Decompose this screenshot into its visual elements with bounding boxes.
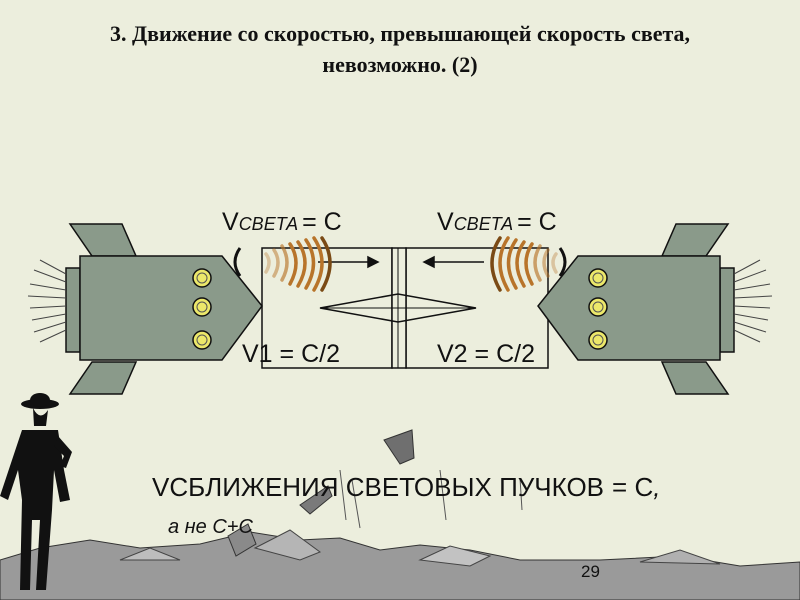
rocket-left-fin-bottom [68,361,138,395]
slide-title: 3. Движение со скоростью, превышающей ск… [30,18,770,80]
rocket-right [537,223,735,395]
v2-label: V2 = C/2 [437,340,535,368]
rocket-left-exhaust [27,259,67,343]
rocket-right-nozzle [719,267,735,353]
light-wave-left [264,236,332,292]
left-light-v: V [222,208,239,236]
rocket-right-exhaust [733,259,773,343]
arrow-right [318,255,380,269]
light-wave-right [490,236,558,292]
rock-3 [418,545,492,567]
rock-shard-2 [299,485,333,515]
formula-v: V [152,472,170,502]
rocket-left-body [79,255,263,361]
formula-sub: СБЛИЖЕНИЯ СВЕТОВЫХ ПУЧКОВ [169,472,605,502]
left-light-eq: = C [302,208,342,236]
title-line-1: 3. Движение со скоростью, превышающей ск… [109,21,691,46]
rock-2 [253,529,322,561]
right-light-speed-label: VСВЕТА= C [437,208,557,237]
approach-speed-formula: VСБЛИЖЕНИЯ СВЕТОВЫХ ПУЧКОВ= C, [152,472,660,503]
v1-label: V1 = C/2 [242,340,340,368]
page-number: 29 [581,562,600,581]
arrow-left [422,255,484,269]
rocket-left-nozzle [65,267,81,353]
formula-comma: , [653,472,661,502]
rock-1 [119,547,181,561]
formula-line-2: а не C+C [168,516,253,538]
left-light-sub: СВЕТА [238,214,299,234]
rocket-right-fin-top [660,223,730,257]
observer-silhouette [0,393,72,590]
crack-lines [339,469,523,529]
rock-4 [639,549,721,565]
ground-rocks [0,531,800,600]
rocket-right-fin-bottom [660,361,730,395]
rock-shard [227,523,257,557]
right-light-sub: СВЕТА [453,214,514,234]
right-light-v: V [437,208,454,236]
rocket-left [65,223,263,395]
rocket-right-body [537,255,721,361]
left-light-speed-label: VСВЕТА= C [222,208,342,237]
formula-rest: = C [612,472,654,502]
rock-shard-3 [383,429,415,465]
right-light-eq: = C [517,208,557,236]
rocket-left-fin-top [68,223,138,257]
title-line-2: невозможно. (2) [322,52,478,77]
